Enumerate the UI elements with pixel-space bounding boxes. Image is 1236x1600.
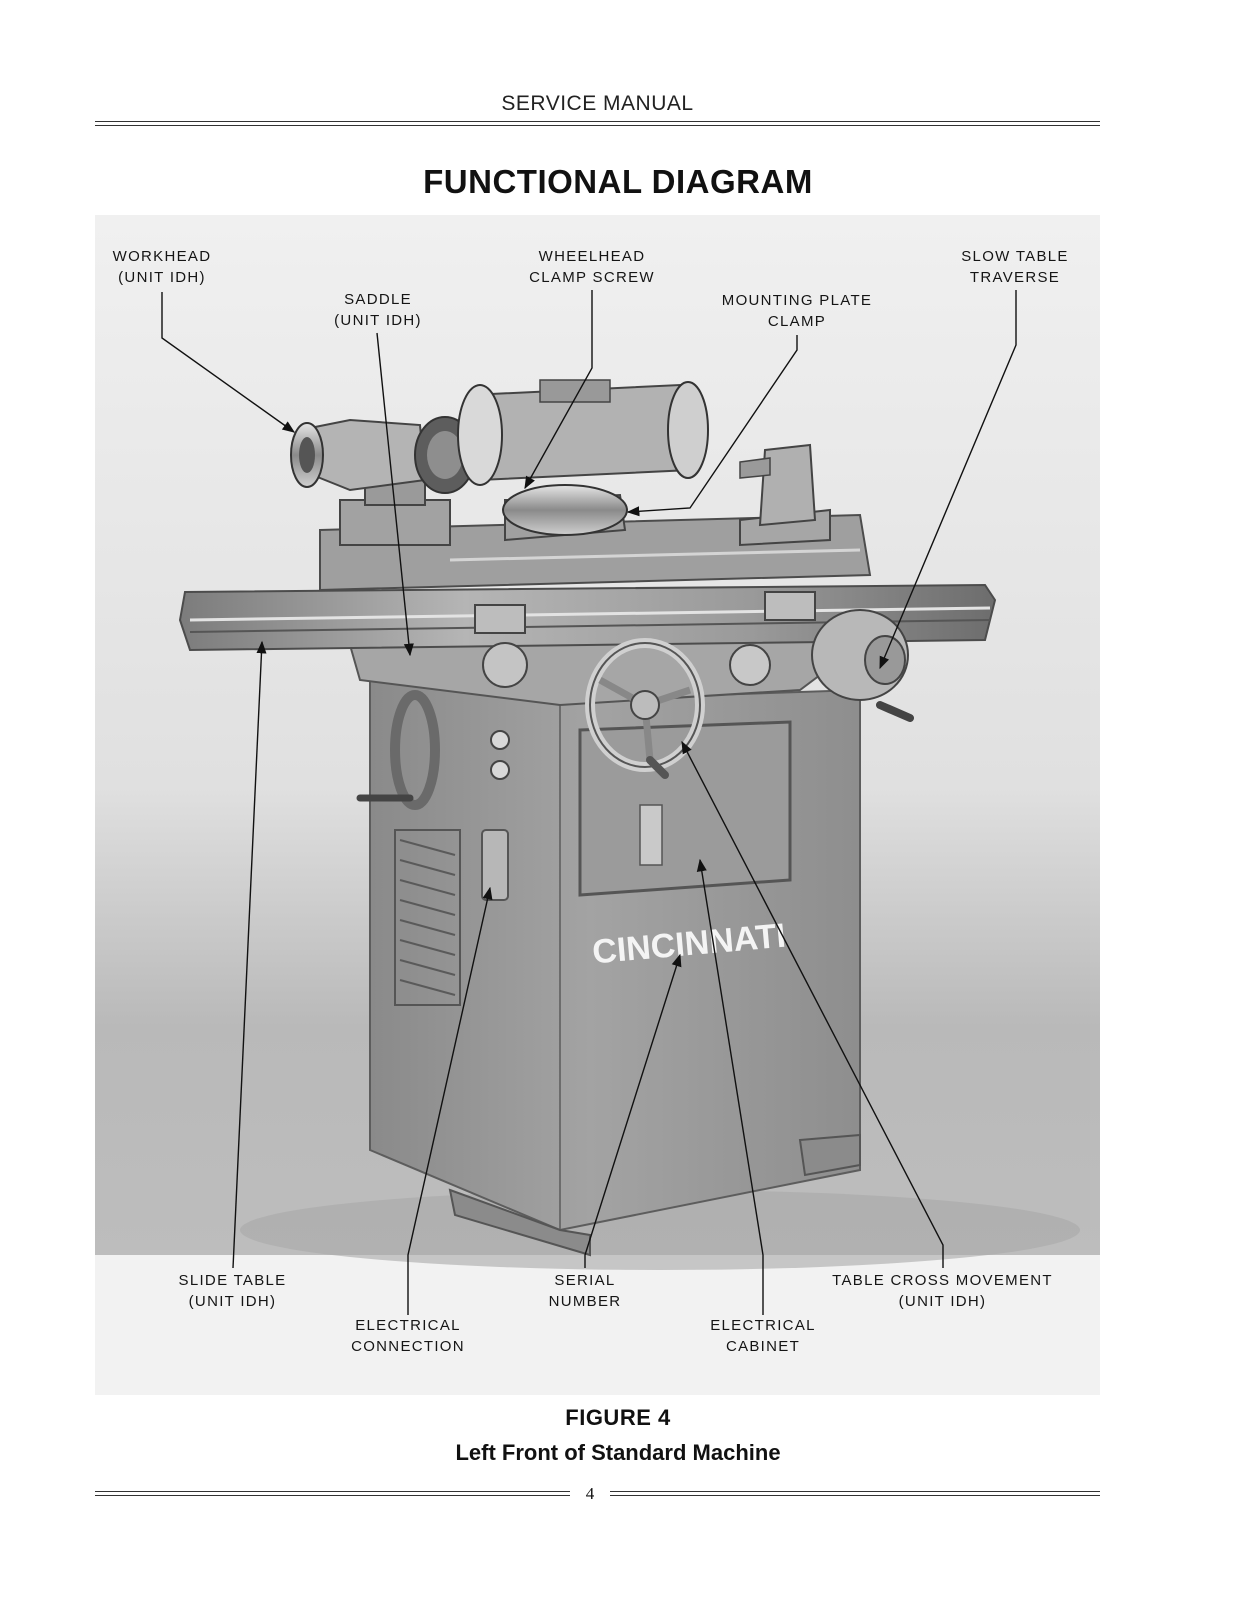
footer-rule-left-2 [95, 1495, 570, 1496]
figure-caption: Left Front of Standard Machine [455, 1440, 781, 1465]
callout-workhead: WORKHEAD(UNIT IDH) [112, 248, 212, 286]
leader-mounting-plate-clamp [626, 335, 798, 517]
workhead [290, 416, 476, 546]
leader-workhead [161, 292, 296, 433]
footer-rule-left [95, 1491, 570, 1492]
callout-slide-table: SLIDE TABLE(UNIT IDH) [178, 1272, 287, 1310]
leader-slide-table [232, 640, 267, 1269]
leader-electrical-cabinet [696, 858, 764, 1315]
traverse-handwheel [585, 638, 705, 779]
leader-lines [161, 290, 1017, 1315]
slide-table [178, 513, 997, 652]
tailstock [739, 443, 831, 547]
leader-wheelhead-clamp-screw [524, 290, 593, 490]
cross-handwheel [356, 690, 440, 810]
footer-rule-right [610, 1491, 1100, 1492]
page-number: 4 [585, 1484, 595, 1503]
callout-table-cross-movement: TABLE CROSS MOVEMENT(UNIT IDH) [832, 1272, 1053, 1310]
footer-rule-right-2 [610, 1495, 1100, 1496]
page-title: FUNCTIONAL DIAGRAM [423, 163, 813, 200]
header-rule [95, 121, 1100, 122]
leader-table-cross-movement [681, 740, 944, 1268]
leader-serial-number [584, 953, 682, 1268]
leader-electrical-connection [407, 886, 493, 1315]
callout-saddle: SADDLE(UNIT IDH) [334, 291, 422, 329]
wheelhead [457, 379, 709, 542]
leader-saddle [376, 332, 414, 657]
header-rule-2 [95, 125, 1100, 126]
leader-slow-table-traverse [879, 290, 1017, 670]
running-header: SERVICE MANUAL [501, 92, 694, 115]
figure-label: FIGURE 4 [565, 1405, 671, 1430]
